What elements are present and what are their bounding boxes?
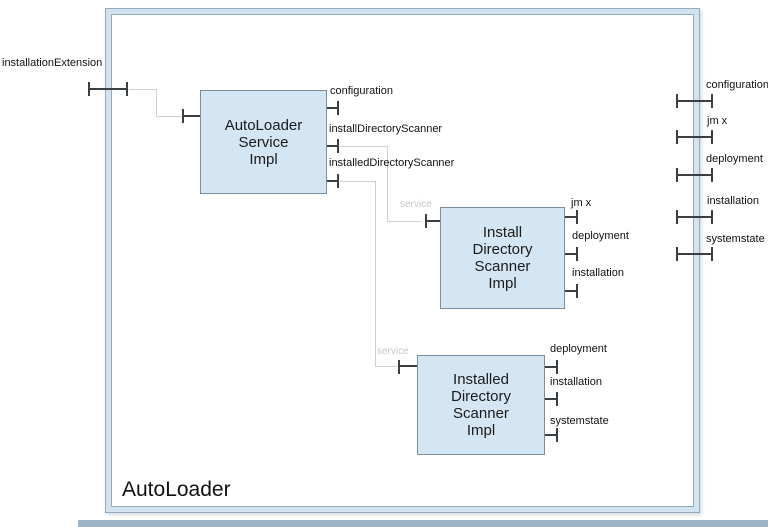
port-label-systemstate: systemstate [550,415,609,427]
port-tick [676,130,678,144]
port-tick [576,284,578,298]
port-jmx[interactable] [565,216,578,218]
component-installed-directory-scanner-impl[interactable]: Installed Directory Scanner Impl [417,355,545,455]
frame-port-systemstate[interactable] [677,253,713,255]
frame-port-deployment[interactable] [677,174,713,176]
connector-segment [375,181,376,367]
port-installationExtension[interactable] [89,88,128,90]
component-autoloader-service-impl[interactable]: AutoLoader Service Impl [200,90,327,194]
port-installed-scanner-service[interactable] [400,365,417,367]
port-installedDirectoryScanner[interactable] [327,180,339,182]
port-tick [676,168,678,182]
bottom-scrollbar[interactable] [78,520,768,527]
port-label-configuration: configuration [330,85,393,97]
port-autoloader-left[interactable] [184,115,200,117]
connector-segment [156,89,157,117]
port-installation[interactable] [565,290,578,292]
port-label-jmx: jm x [571,197,592,209]
port-tick [337,174,339,188]
frame-border-band [106,9,699,512]
connector-segment [340,146,388,147]
connector-segment [387,221,421,222]
frame-port-label-systemstate: systemstate [706,233,765,245]
port-systemstate[interactable] [545,434,558,436]
connector-segment [340,181,376,182]
port-deployment[interactable] [545,366,558,368]
port-tick [126,82,128,96]
port-tick [398,360,400,374]
port-label-installDirectoryScanner: installDirectoryScanner [329,123,443,135]
port-tick [556,360,558,374]
port-label-deployment: deployment [550,343,607,355]
service-port-label: service [400,199,432,210]
port-tick [676,210,678,224]
port-install-scanner-service[interactable] [427,220,440,222]
port-tick [711,168,713,182]
port-tick [711,210,713,224]
port-tick [711,94,713,108]
frame-port-label-deployment: deployment [706,153,763,165]
port-tick [337,139,339,153]
port-tick [182,109,184,123]
port-installDirectoryScanner[interactable] [327,145,339,147]
port-tick [676,94,678,108]
frame-title: AutoLoader [122,478,231,501]
port-label-installedDirectoryScanner: installedDirectoryScanner [329,157,455,169]
port-installation[interactable] [545,398,558,400]
port-configuration[interactable] [327,107,339,109]
connector-segment [156,116,183,117]
frame-port-installation[interactable] [677,216,713,218]
port-tick [711,247,713,261]
port-tick [576,247,578,261]
connector-segment [375,366,398,367]
service-port-label: service [377,346,409,357]
frame-port-label-installation: installation [707,195,759,207]
port-tick [676,247,678,261]
port-tick [556,392,558,406]
port-tick [576,210,578,224]
port-label-installationExtension: installationExtension [2,57,103,69]
connector-segment [387,146,388,222]
port-deployment[interactable] [565,253,578,255]
connector-segment [129,89,157,90]
frame-port-label-configuration: configuration [706,79,768,91]
component-install-directory-scanner-impl[interactable]: Install Directory Scanner Impl [440,207,565,309]
autoloader-structure-frame[interactable]: AutoLoader [105,8,700,513]
frame-port-configuration[interactable] [677,100,713,102]
port-tick [556,428,558,442]
port-tick [88,82,90,96]
port-tick [711,130,713,144]
port-tick [425,214,427,228]
frame-port-label-jmx: jm x [707,115,728,127]
port-label-installation: installation [550,376,602,388]
port-tick [337,101,339,115]
frame-inner-border [111,14,694,507]
frame-port-jmx[interactable] [677,136,713,138]
port-label-deployment: deployment [572,230,629,242]
port-label-installation: installation [572,267,624,279]
